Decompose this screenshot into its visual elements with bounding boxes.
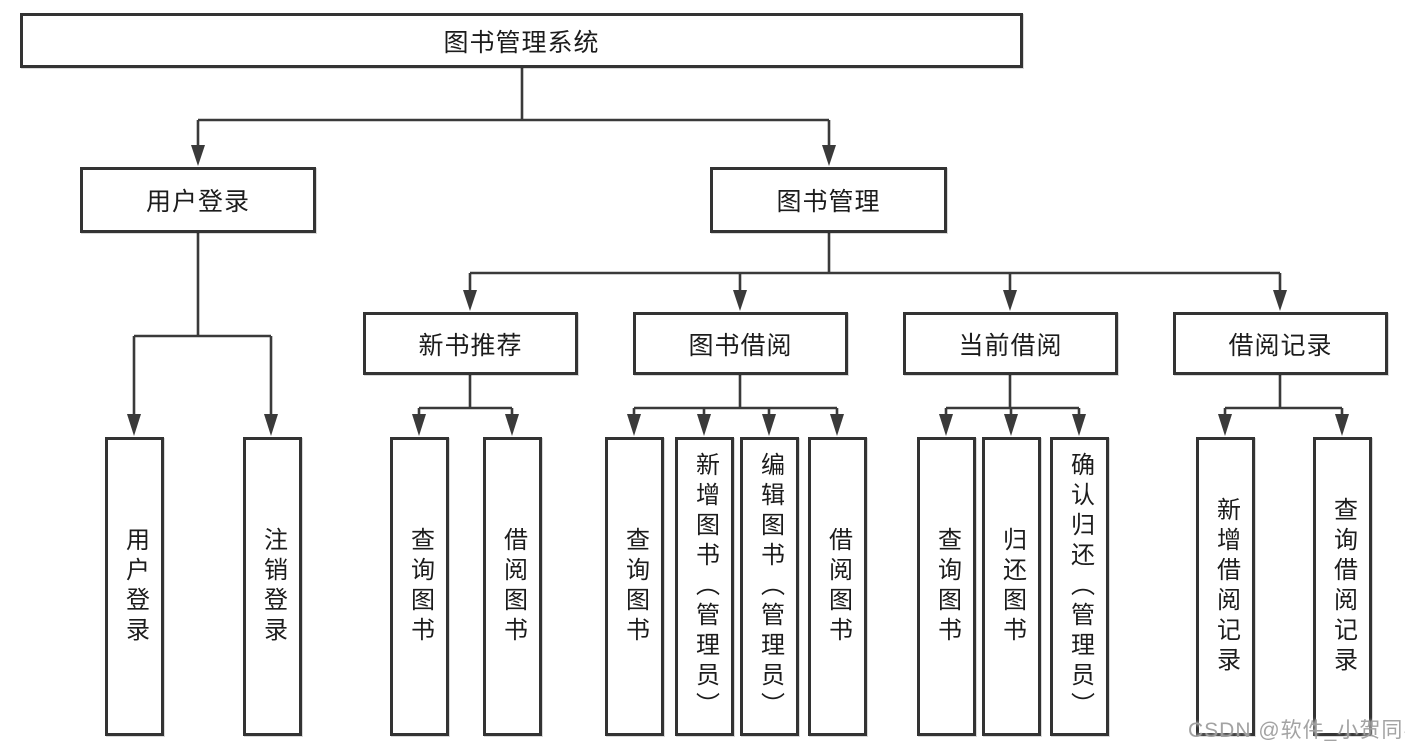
node-label: 借阅图书 xyxy=(499,526,527,647)
node-current-borrowing: 当前借阅 xyxy=(903,312,1118,375)
node-label: 图书借阅 xyxy=(688,331,793,360)
node-borrowing-records: 借阅记录 xyxy=(1173,312,1388,375)
node-label: 查询借阅记录 xyxy=(1329,496,1357,677)
node-label: 图书管理 xyxy=(776,188,881,216)
node-label: 查询图书 xyxy=(621,526,649,647)
leaf-user-login: 用户登录 xyxy=(105,437,164,736)
arrowhead xyxy=(127,414,141,436)
arrowhead xyxy=(505,414,519,436)
edge-newbookrec-to-leaves xyxy=(417,375,514,421)
arrowhead xyxy=(733,290,747,311)
node-label: 用户登录 xyxy=(145,188,250,216)
arrowhead xyxy=(1335,414,1349,436)
edge-borrowrecords-to-leaves xyxy=(1223,375,1344,421)
leaf-logout: 注销登录 xyxy=(243,437,302,736)
leaf-query-borrow-record: 查询借阅记录 xyxy=(1313,437,1372,736)
node-label: 借阅图书 xyxy=(824,526,852,647)
leaf-borrow-book: 借阅图书 xyxy=(483,437,542,736)
arrowhead xyxy=(463,290,477,311)
leaf-query-book: 查询图书 xyxy=(605,437,664,736)
arrowhead xyxy=(264,414,278,436)
edge-bookmgmt-to-level3 xyxy=(468,233,1282,296)
leaf-query-book: 查询图书 xyxy=(390,437,449,736)
leaf-borrow-book: 借阅图书 xyxy=(808,437,867,736)
node-book-management: 图书管理 xyxy=(710,167,947,233)
node-library-system: 图书管理系统 xyxy=(20,13,1023,68)
leaf-add-book-admin: 新增图书（管理员） xyxy=(675,437,734,736)
arrowhead xyxy=(1072,414,1086,436)
arrowhead xyxy=(822,145,836,166)
node-user-login: 用户登录 xyxy=(80,167,316,233)
node-label: 新增借阅记录 xyxy=(1212,496,1240,677)
leaf-add-borrow-record: 新增借阅记录 xyxy=(1196,437,1255,736)
node-label: 图书管理系统 xyxy=(443,28,600,57)
arrowhead xyxy=(1273,290,1287,311)
node-label: 确认归还（管理员） xyxy=(1066,451,1094,722)
leaf-query-book: 查询图书 xyxy=(917,437,976,736)
arrowhead xyxy=(762,414,776,436)
node-book-borrowing: 图书借阅 xyxy=(633,312,848,375)
edge-root-to-level2 xyxy=(196,68,831,150)
node-label: 查询图书 xyxy=(406,526,434,647)
node-label: 查询图书 xyxy=(933,526,961,647)
connector-lines xyxy=(132,68,1344,421)
leaf-edit-book-admin: 编辑图书（管理员） xyxy=(740,437,799,736)
arrowhead xyxy=(412,414,426,436)
arrowhead xyxy=(1004,414,1018,436)
node-label: 注销登录 xyxy=(259,526,287,647)
edge-bookborrow-to-leaves xyxy=(632,375,839,421)
node-label: 新增图书（管理员） xyxy=(691,451,719,722)
node-label: 用户登录 xyxy=(121,526,149,647)
node-label: 编辑图书（管理员） xyxy=(756,451,784,722)
connector-arrowheads xyxy=(127,145,1349,436)
leaf-confirm-return-admin: 确认归还（管理员） xyxy=(1050,437,1109,736)
arrowhead xyxy=(697,414,711,436)
arrowhead xyxy=(1218,414,1232,436)
arrowhead xyxy=(939,414,953,436)
arrowhead xyxy=(1003,290,1017,311)
node-label: 当前借阅 xyxy=(958,331,1063,360)
leaf-return-book: 归还图书 xyxy=(982,437,1041,736)
node-label: 借阅记录 xyxy=(1228,331,1333,360)
node-label: 归还图书 xyxy=(998,526,1026,647)
node-label: 新书推荐 xyxy=(418,331,523,360)
node-new-book-recommend: 新书推荐 xyxy=(363,312,578,375)
arrowhead xyxy=(830,414,844,436)
arrowhead xyxy=(191,145,205,166)
edge-userlogin-to-leaves xyxy=(132,233,273,421)
arrowhead xyxy=(627,414,641,436)
csdn-watermark: CSDN @软件_小贺同学 xyxy=(1188,719,1405,742)
